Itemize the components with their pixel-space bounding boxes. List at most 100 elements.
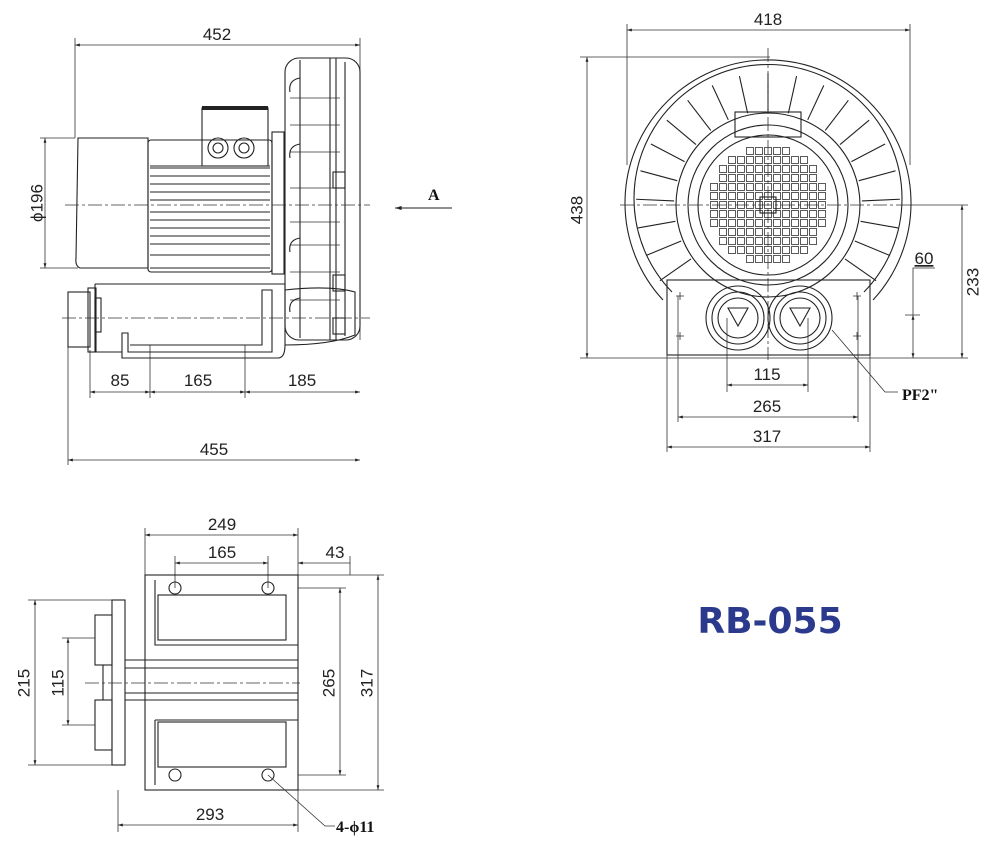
grill-slot	[782, 228, 790, 236]
grill-slot	[746, 228, 754, 236]
dim-185: 185	[288, 371, 316, 390]
bottom-view: 249 165 43 215 115 265 317 293 4-ϕ	[14, 515, 384, 836]
grill-slot	[737, 183, 745, 191]
grill-slot	[791, 165, 799, 173]
grill-slot	[818, 192, 826, 200]
dim-293: 293	[196, 805, 224, 824]
front-view: 418 438 60 233 115	[567, 10, 982, 452]
grill-slot	[809, 174, 817, 182]
grill-slot	[764, 246, 772, 254]
grill-slot	[746, 246, 754, 254]
grill-slot	[719, 183, 727, 191]
grill-slot	[710, 210, 718, 218]
grill-slot	[791, 183, 799, 191]
grill-slot	[791, 192, 799, 200]
dim-85: 85	[111, 371, 130, 390]
grill-slot	[728, 174, 736, 182]
housing-rib	[711, 85, 729, 121]
housing-rib	[854, 240, 891, 257]
grill-slot	[782, 156, 790, 164]
grill-slot	[773, 255, 781, 263]
grill-slot	[773, 192, 781, 200]
grill-slot	[773, 237, 781, 245]
grill-slot	[719, 219, 727, 227]
grill-slot	[809, 237, 817, 245]
grill-slot	[773, 147, 781, 155]
grill-slot	[728, 246, 736, 254]
dim-165-bottom: 165	[208, 543, 236, 562]
grill-slot	[755, 255, 763, 263]
grill-slot	[782, 165, 790, 173]
grill-slot	[737, 228, 745, 236]
base-plate-front	[666, 279, 871, 356]
grill-slot	[719, 210, 727, 218]
dim-60: 60	[915, 249, 934, 268]
grill-slot	[773, 156, 781, 164]
grill-slot	[800, 183, 808, 191]
grill-slot	[791, 237, 799, 245]
port-thread-label: PF2"	[902, 387, 938, 404]
grill-slot	[737, 165, 745, 173]
grill-slot	[737, 210, 745, 218]
grill-slot	[791, 174, 799, 182]
housing-rib	[858, 170, 896, 182]
dim-317-front: 317	[753, 427, 781, 446]
dim-438: 438	[567, 196, 586, 224]
grill-slot	[719, 237, 727, 245]
motor-fan-cover	[75, 137, 149, 269]
grill-slot	[728, 165, 736, 173]
housing-rib	[861, 198, 900, 202]
grill-slot	[809, 183, 817, 191]
housing-rib	[636, 198, 675, 202]
grill-slot	[719, 228, 727, 236]
grill-slot	[800, 192, 808, 200]
grill-slot	[782, 174, 790, 182]
blower-housing-side	[284, 57, 361, 341]
grill-slot	[800, 165, 808, 173]
grill-slot	[773, 210, 781, 218]
dim-452: 452	[203, 25, 231, 44]
grill-slot	[746, 174, 754, 182]
grill-slot	[818, 183, 826, 191]
grill-slot	[809, 210, 817, 218]
grill-slot	[782, 183, 790, 191]
motor-body	[147, 139, 273, 273]
grill-slot	[746, 147, 754, 155]
grill-slot	[782, 219, 790, 227]
dim-249: 249	[208, 515, 236, 534]
grill-slot	[755, 165, 763, 173]
grill-slot	[791, 246, 799, 254]
grill-slot	[791, 156, 799, 164]
grill-slot	[746, 165, 754, 173]
grill-slot	[800, 156, 808, 164]
grill-slot	[800, 219, 808, 227]
housing-rib	[824, 99, 849, 131]
grill-slot	[818, 201, 826, 209]
grill-slot	[773, 183, 781, 191]
housing-rib	[640, 170, 678, 182]
grill-slot	[746, 210, 754, 218]
housing-rib	[659, 258, 692, 282]
grill-slot	[737, 246, 745, 254]
grill-slot	[710, 192, 718, 200]
grill-slot	[737, 219, 745, 227]
dim-233: 233	[963, 268, 982, 296]
grill-slot	[719, 165, 727, 173]
grill-slot	[800, 228, 808, 236]
grill-slot	[710, 219, 718, 227]
model-name: RB-055	[697, 601, 842, 642]
hole-spec-label: 4-ϕ11	[336, 819, 374, 836]
grill-slot	[809, 228, 817, 236]
grill-slot	[737, 174, 745, 182]
grill-slot	[728, 192, 736, 200]
grill-slot	[800, 246, 808, 254]
housing-rib	[851, 143, 886, 163]
grill-slot	[737, 192, 745, 200]
grill-slot	[710, 183, 718, 191]
dim-phi196: ϕ196	[27, 184, 46, 222]
grill-slot	[809, 165, 817, 173]
dim-165-side: 165	[184, 371, 212, 390]
grill-slot	[782, 255, 790, 263]
grill-slot	[782, 210, 790, 218]
grill-slot	[773, 246, 781, 254]
